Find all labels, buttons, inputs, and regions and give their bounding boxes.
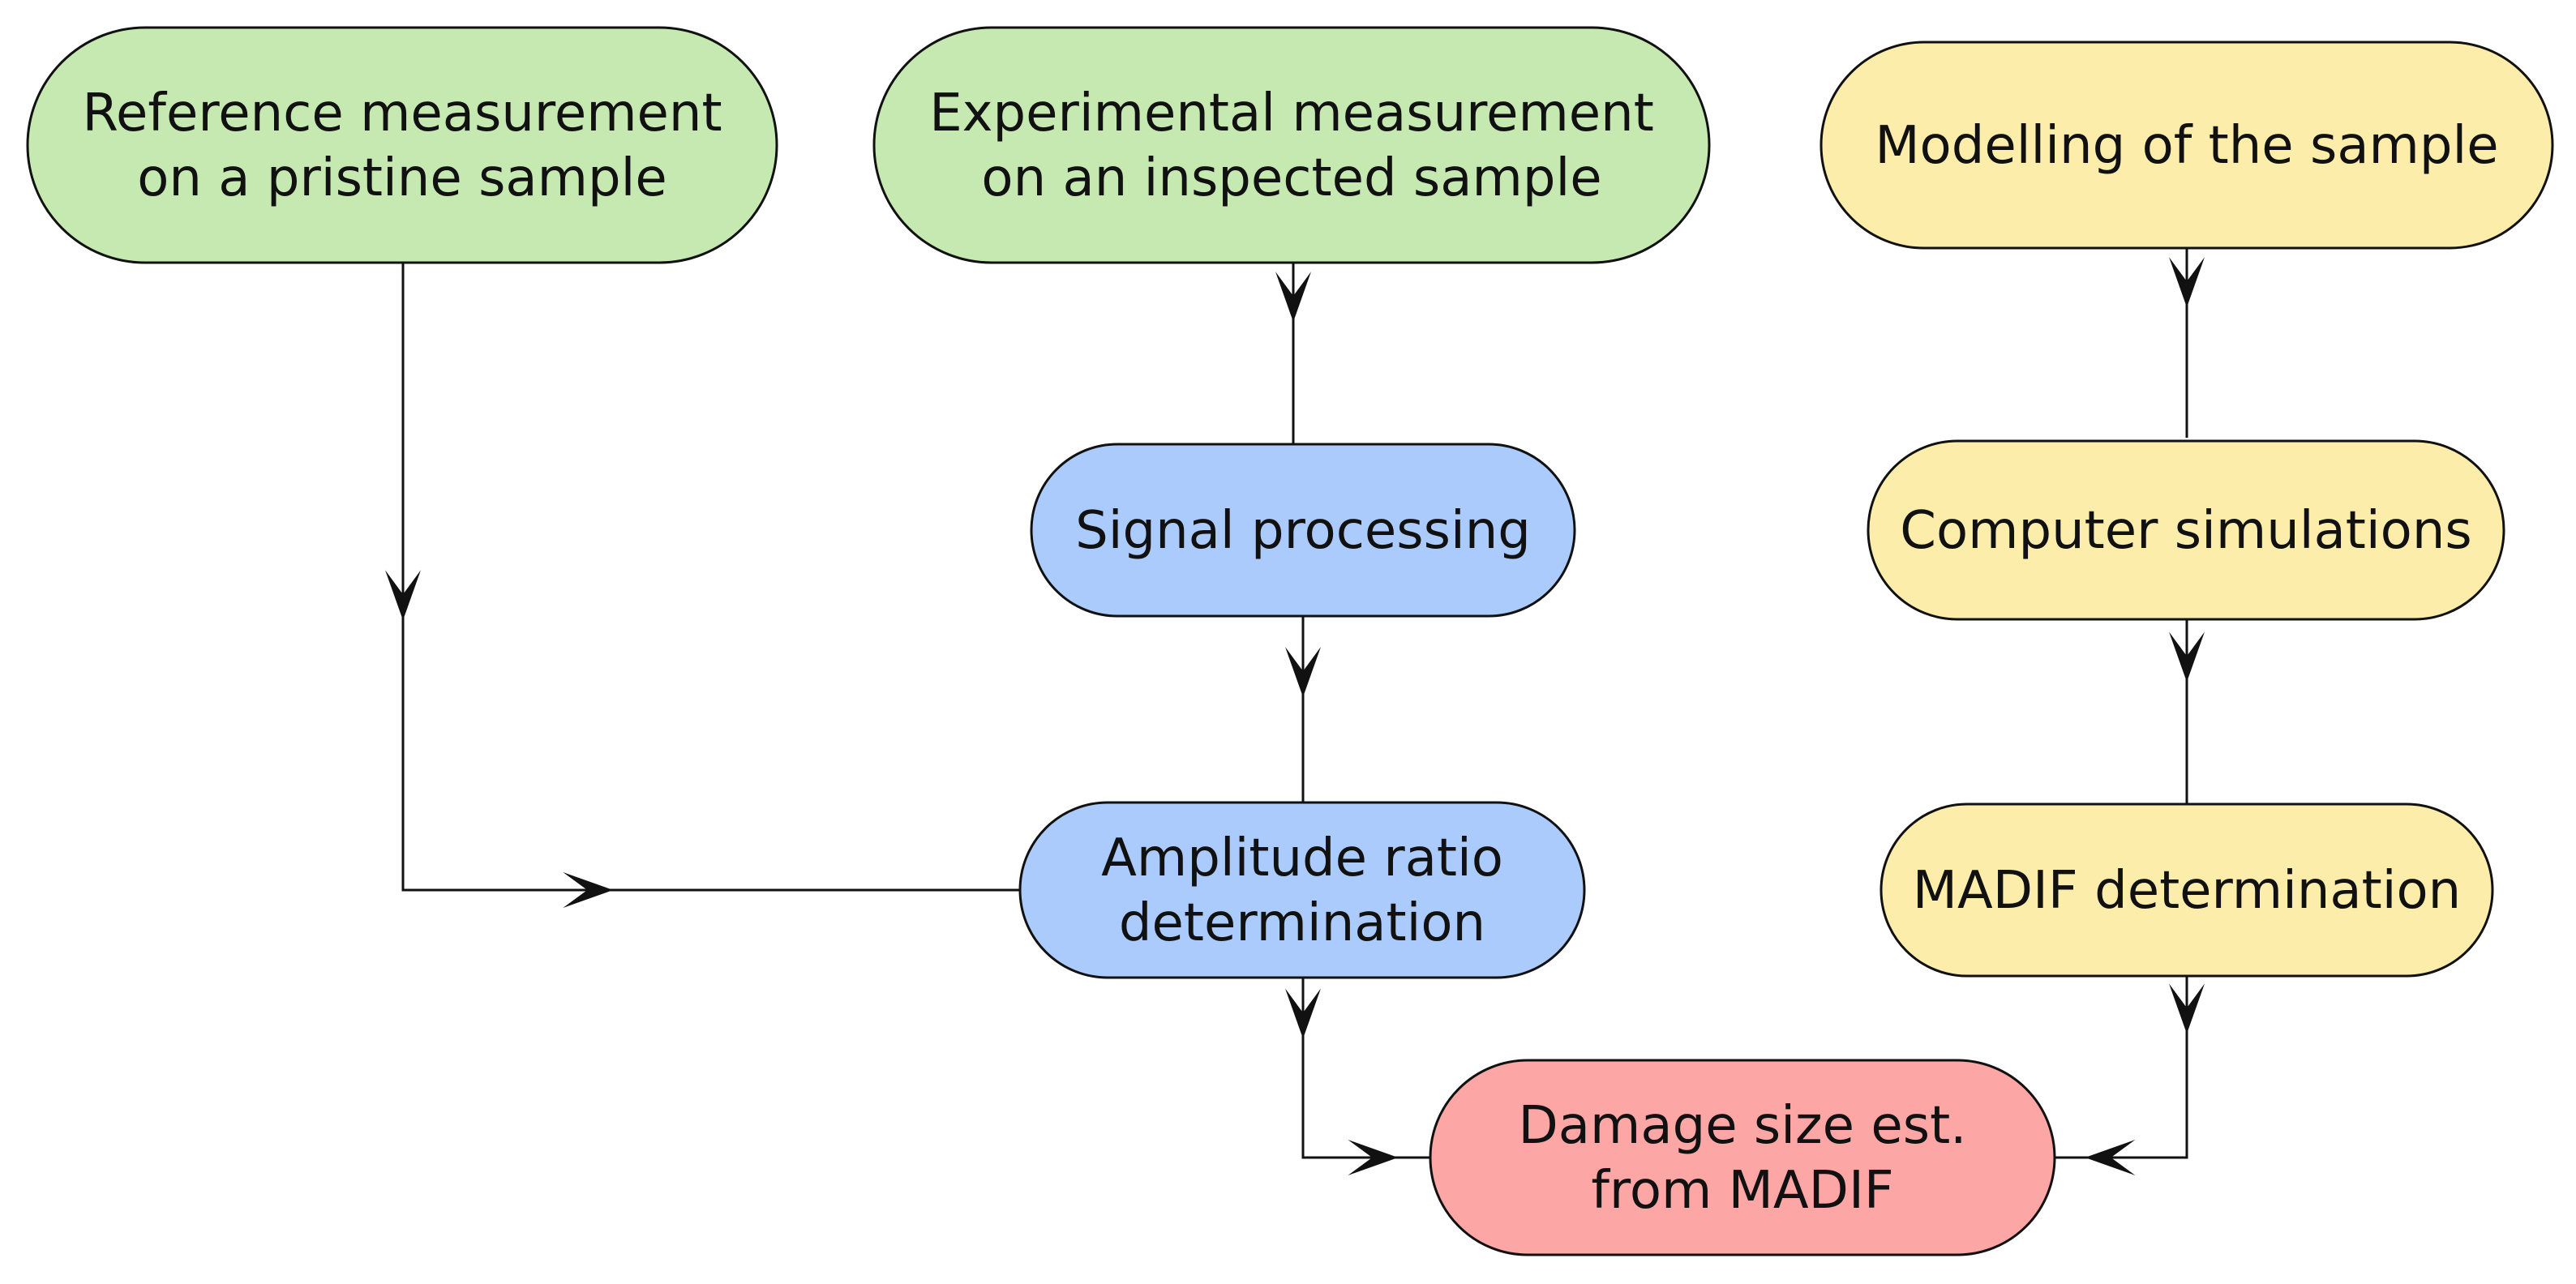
node-modelling-of-sample: Modelling of the sample [1819,41,2554,250]
edge-amplitude-to-damage [1285,978,1430,1175]
node-shape [1429,1059,2056,1256]
edge-signal-to-amplitude [1285,616,1321,802]
node-label-line: on a pristine sample [137,148,667,208]
arrowhead-icon [563,872,614,908]
arrowhead-icon [2085,1140,2136,1175]
node-label-line: Modelling of the sample [1875,116,2498,176]
node-shape [1867,439,2505,621]
node-shape [1030,443,1576,618]
edge-line [1301,978,1430,1159]
node-computer-simulations: Computer simulations [1867,439,2505,621]
arrowhead-icon [385,570,421,621]
edge-line [401,263,1020,892]
node-label-line: from MADIF [1591,1161,1893,1221]
node-damage-size-estimation: Damage size est.from MADIF [1429,1059,2056,1256]
node-label-line: on an inspected sample [981,148,1601,208]
node-madif-determination: MADIF determination [1879,802,2494,978]
arrowhead-icon [2169,983,2205,1034]
node-label-line: Computer simulations [1900,501,2471,561]
edge-experimental-to-signal [1275,263,1311,452]
node-label-line: Reference measurement [82,83,722,143]
edge-madif-to-damage [2055,976,2205,1175]
arrowhead-icon [1275,272,1311,323]
arrowhead-icon [1348,1140,1399,1175]
edge-line [2055,976,2188,1159]
arrowhead-icon [1285,988,1321,1039]
node-label-line: Damage size est. [1519,1096,1967,1156]
node-shape [26,26,778,264]
node-label-line: determination [1119,893,1485,953]
node-shape [1018,801,1586,979]
edge-modelling-to-computer [2169,248,2205,438]
edge-computer-to-madif [2169,619,2205,807]
node-signal-processing: Signal processing [1030,443,1576,618]
node-label-line: Experimental measurement [929,83,1654,143]
node-shape [1819,41,2554,250]
arrowhead-icon [2169,257,2205,308]
node-label-line: MADIF determination [1913,861,2461,921]
node-shape [1879,802,2494,978]
edges-layer [385,248,2205,1175]
node-shape [872,26,1711,264]
node-label-line: Amplitude ratio [1101,828,1503,888]
edge-reference-to-amplitude [385,263,1020,908]
node-label-line: Signal processing [1075,501,1531,561]
arrowhead-icon [2169,631,2205,683]
arrowhead-icon [1285,647,1321,697]
